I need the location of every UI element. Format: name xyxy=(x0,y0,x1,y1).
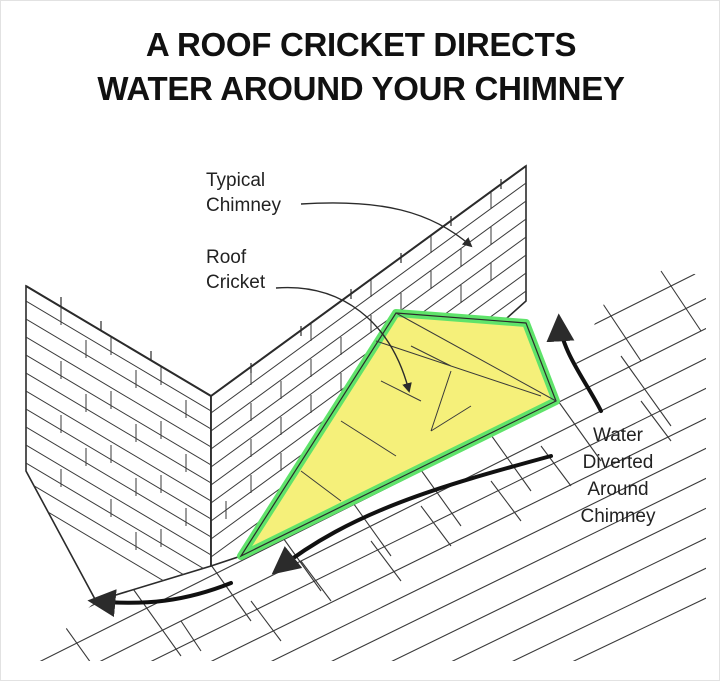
label-typical-chimney: Typical Chimney xyxy=(206,170,281,216)
water-flow-arrows xyxy=(87,313,603,618)
svg-text:Water: Water xyxy=(593,425,644,446)
water-arrow-up-icon xyxy=(546,313,603,413)
svg-text:Roof: Roof xyxy=(206,247,247,268)
svg-text:Around: Around xyxy=(587,479,648,500)
diagram-title: A ROOF CRICKET DIRECTS WATER AROUND YOUR… xyxy=(1,23,720,111)
chimney-left-wall xyxy=(25,284,212,602)
title-line-2: WATER AROUND YOUR CHIMNEY xyxy=(97,70,625,107)
roof-cricket xyxy=(237,309,560,560)
svg-text:Chimney: Chimney xyxy=(581,506,656,527)
svg-text:Typical: Typical xyxy=(206,170,265,191)
label-roof-cricket: Roof Cricket xyxy=(206,247,266,293)
leader-lines xyxy=(275,202,473,393)
water-arrow-along-icon xyxy=(271,454,553,575)
svg-text:Cricket: Cricket xyxy=(206,272,266,293)
water-arrow-out-icon xyxy=(87,581,233,618)
svg-text:Diverted: Diverted xyxy=(583,452,654,473)
svg-text:Chimney: Chimney xyxy=(206,195,281,216)
title-line-1: A ROOF CRICKET DIRECTS xyxy=(145,26,577,63)
label-water-diverted: Water Diverted Around Chimney xyxy=(581,425,656,527)
